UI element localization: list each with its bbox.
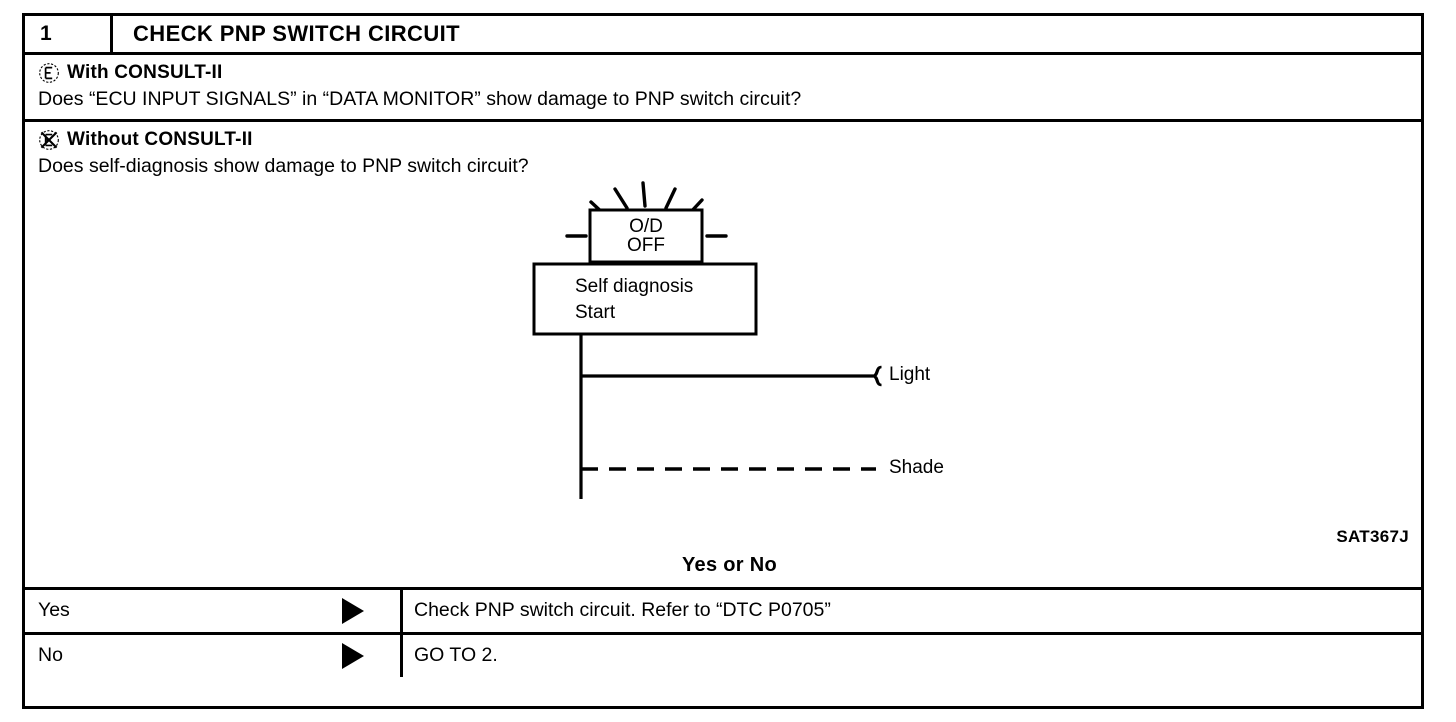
self-diagnosis-box-text: Self diagnosis Start bbox=[550, 271, 750, 329]
step-header-row: 1 CHECK PNP SWITCH CIRCUIT bbox=[25, 16, 1421, 55]
step-number-cell: 1 bbox=[25, 16, 113, 52]
condition-block-without-consult: Without CONSULT-II Does self-diagnosis s… bbox=[25, 122, 1421, 586]
od-off-indicator-text: O/D OFF bbox=[590, 210, 702, 262]
result-answer-cell-no: No bbox=[25, 634, 403, 677]
step-title-cell: CHECK PNP SWITCH CIRCUIT bbox=[133, 21, 460, 46]
condition-heading-with: With CONSULT-II bbox=[38, 62, 1421, 84]
shade-label: Shade bbox=[889, 456, 944, 478]
result-answer-cell-yes: Yes bbox=[25, 589, 403, 632]
result-action-yes: Check PNP switch circuit. Refer to “DTC … bbox=[414, 599, 831, 622]
self-diagnosis-box bbox=[532, 262, 758, 336]
right-triangle-icon bbox=[342, 642, 364, 669]
od-off-line1: O/D bbox=[629, 215, 663, 237]
yes-or-no-label: Yes or No bbox=[682, 553, 777, 576]
od-off-indicator-box bbox=[588, 208, 704, 264]
condition-heading-label-with: With CONSULT-II bbox=[67, 61, 223, 83]
result-answer-label-no: No bbox=[38, 644, 63, 667]
condition-block-with-consult: With CONSULT-II Does “ECU INPUT SIGNALS”… bbox=[25, 55, 1421, 123]
condition-question-without: Does self-diagnosis show damage to PNP s… bbox=[38, 155, 529, 178]
result-row-yes: Yes Check PNP switch circuit. Refer to “… bbox=[25, 586, 1421, 632]
self-diagnosis-line2: Start bbox=[575, 301, 616, 323]
od-off-line2: OFF bbox=[627, 234, 665, 256]
figure-reference-code: SAT367J bbox=[1336, 526, 1409, 546]
self-diagnosis-line1: Self diagnosis bbox=[575, 275, 694, 297]
consult-without-icon bbox=[38, 129, 60, 151]
self-diagnosis-illustration: O/D OFF Self diagnosis Start Light Shade… bbox=[38, 179, 1421, 579]
result-action-no: GO TO 2. bbox=[414, 644, 498, 667]
condition-question-with: Does “ECU INPUT SIGNALS” in “DATA MONITO… bbox=[38, 88, 802, 110]
result-row-no: No GO TO 2. bbox=[25, 631, 1421, 677]
result-answer-label-yes: Yes bbox=[38, 599, 70, 622]
illustration-graphic bbox=[532, 181, 882, 499]
diagnostic-step-table: 1 CHECK PNP SWITCH CIRCUIT With CONSULT-… bbox=[22, 13, 1424, 709]
right-triangle-icon bbox=[342, 597, 364, 624]
light-line-squiggle bbox=[871, 365, 882, 387]
light-label: Light bbox=[889, 363, 931, 385]
condition-heading-without: Without CONSULT-II bbox=[38, 129, 1421, 151]
consult-with-icon bbox=[38, 62, 60, 84]
condition-heading-label-without: Without CONSULT-II bbox=[67, 128, 253, 150]
